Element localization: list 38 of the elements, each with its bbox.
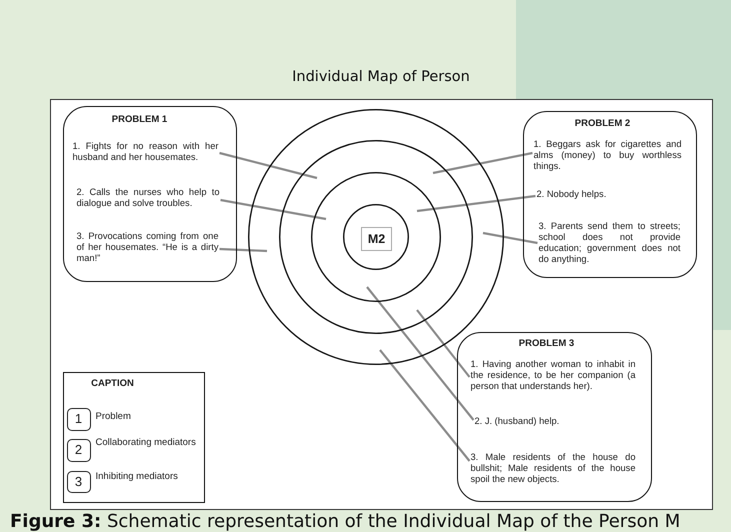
item-text: 1. Beggars ask for cigarettes and alms (money) to buy worthless things.: [534, 138, 682, 172]
leader-line: [379, 349, 470, 462]
leader-line: [482, 232, 538, 244]
item-text: 3. Provocations coming from one of her housemates. “He is a dirty man!”: [76, 230, 218, 264]
ring-circle: [311, 172, 441, 302]
box-heading: PROBLEM 2: [574, 118, 630, 129]
problem-box: [523, 111, 697, 278]
legend-key: 1: [66, 408, 90, 430]
item-text: 2. Nobody helps.: [536, 188, 606, 200]
problem-box: [457, 332, 652, 502]
ring-circle: [279, 140, 473, 334]
diagram-title: Individual Map of Person: [292, 69, 470, 85]
item-text: 3. Parents send them to streets; school does not provide education; government does not do anything.: [538, 220, 680, 266]
legend-key: 2: [66, 438, 90, 462]
item-text: 1. Having another woman to inhabit in the residence, to be her companion (a person that understands her).: [470, 358, 636, 392]
center-tag: M2: [361, 227, 392, 251]
box-heading: PROBLEM 3: [518, 338, 574, 349]
leader-line: [220, 198, 326, 220]
leader-line: [219, 152, 318, 180]
legend-text: Problem: [96, 410, 131, 422]
figure-caption: Figure 3: Schematic representation of the Individual Map of the Person M: [10, 511, 680, 532]
legend-text: Inhibiting mediators: [96, 470, 178, 482]
item-text: 2. Calls the nurses who help to dialogue and solve troubles.: [76, 186, 220, 210]
item-text: 1. Fights for no reason with her husband and her housemates.: [72, 140, 218, 164]
legend-text: Collaborating mediators: [96, 436, 196, 448]
leader-line: [219, 248, 268, 252]
item-text: 2. J. (husband) help.: [474, 416, 560, 427]
ring-circle: [343, 204, 409, 270]
leader-line: [432, 152, 533, 174]
legend-panel: [63, 372, 205, 503]
leader-line: [416, 194, 536, 212]
legend-heading: CAPTION: [91, 378, 134, 389]
legend-key: 3: [66, 470, 90, 492]
leader-line: [366, 286, 474, 421]
leader-line: [416, 309, 470, 378]
box-heading: PROBLEM 1: [112, 114, 168, 125]
item-text: 3. Male residents of the house do bullshit; Male residents of the house spoil the new objects.: [470, 452, 636, 486]
problem-box: [63, 106, 237, 282]
